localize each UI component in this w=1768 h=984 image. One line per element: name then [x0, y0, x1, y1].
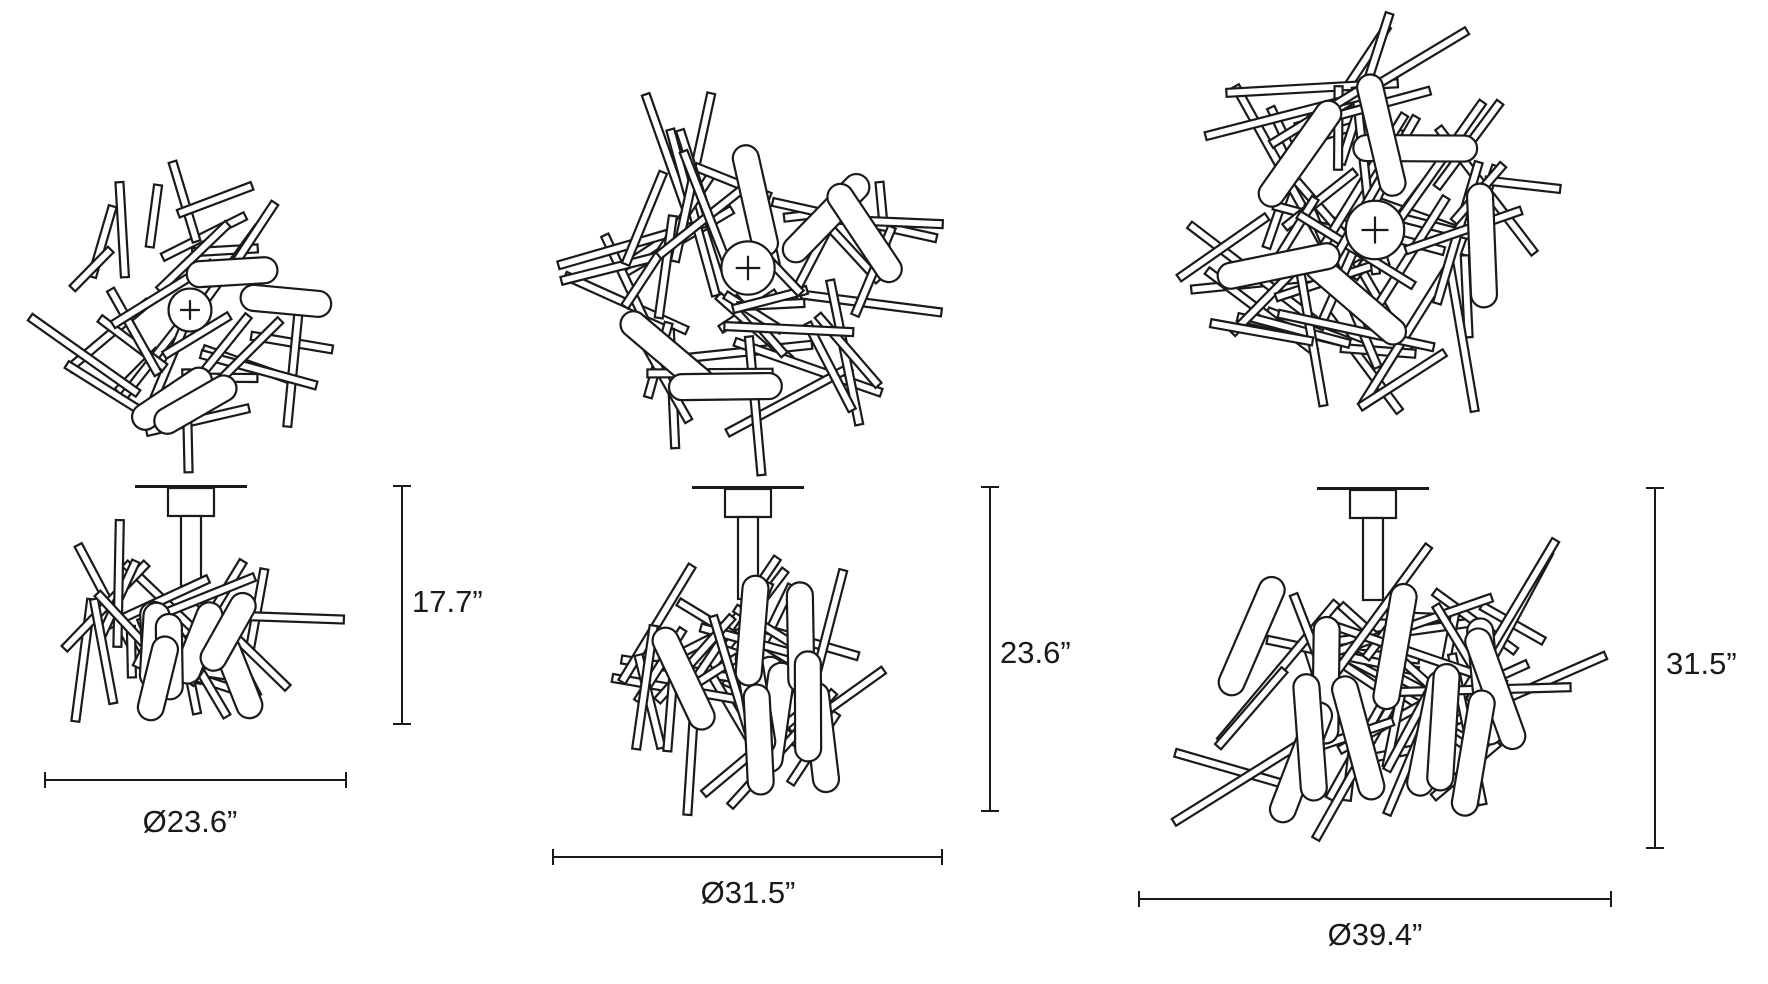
bulb-tube [185, 256, 279, 289]
branch-rod [1356, 347, 1449, 413]
fixture-small: 17.7” Ø23.6” [26, 159, 483, 839]
branch-rod [1213, 665, 1290, 751]
height-label-small: 17.7” [412, 584, 483, 619]
side-view-medium [610, 486, 888, 817]
side-view-small [60, 485, 346, 724]
height-dimension-small: 17.7” [393, 485, 483, 725]
diameter-dimension-large: Ø39.4” [1138, 891, 1612, 952]
bulb-tube [1330, 675, 1386, 801]
plus-icon [735, 255, 761, 281]
diameter-label-small: Ø23.6” [143, 804, 238, 839]
bulb-tube [1257, 99, 1343, 208]
top-view-small [26, 159, 335, 474]
stem [179, 514, 203, 588]
branch-rod [802, 320, 858, 414]
branch-rod [144, 183, 164, 249]
branch-rod [231, 199, 280, 266]
branch-rod [1225, 78, 1400, 99]
top-view-large [1175, 10, 1562, 416]
ceiling-plate [135, 485, 247, 488]
bulb-tube [199, 591, 257, 672]
bulb-tube [1450, 689, 1496, 817]
bulb-tube [742, 683, 775, 796]
bulb-tube [734, 574, 770, 687]
bulb-tube [793, 650, 823, 763]
branch-rod [732, 336, 884, 398]
height-label-large: 31.5” [1666, 646, 1737, 681]
branch-rod [67, 245, 116, 293]
bulb-tube [667, 371, 783, 402]
branch-rod [1208, 317, 1315, 347]
height-dimension-medium: 23.6” [981, 486, 1071, 812]
bulb-tube [1465, 182, 1499, 309]
branch-rod [723, 320, 855, 338]
diameter-dimension-small: Ø23.6” [44, 772, 347, 839]
branch-rod [616, 562, 698, 686]
ceiling-plate [1317, 487, 1429, 490]
branch-rod [26, 312, 142, 399]
diameter-label-medium: Ø31.5” [701, 875, 796, 910]
bulb-tube [826, 182, 903, 284]
bulb-tube [1372, 582, 1418, 711]
bulb-tube [1356, 73, 1407, 197]
branch-rod [167, 159, 202, 244]
branch-rod [620, 169, 669, 268]
bulb-tube [1426, 662, 1461, 792]
side-view-large [1170, 487, 1609, 843]
height-dimension-large: 31.5” [1646, 487, 1737, 849]
diameter-label-large: Ø39.4” [1328, 917, 1423, 952]
branch-rod [112, 518, 125, 648]
bulb-tube [1217, 575, 1286, 697]
branch-rod [114, 180, 131, 279]
branch-rod [730, 284, 810, 315]
branch-rod [105, 286, 164, 378]
fixture-large: 31.5” Ø39.4” [1138, 10, 1737, 952]
plus-icon [180, 300, 200, 320]
bulb-tube [651, 626, 716, 731]
bulb-tube [239, 283, 333, 318]
bulb-tube [1292, 673, 1328, 802]
height-label-medium: 23.6” [1000, 635, 1071, 670]
ceiling-plate [692, 486, 804, 489]
branch-rod [653, 214, 679, 320]
branch-rod [743, 335, 767, 477]
branch-rod [175, 180, 255, 219]
branch-rod [160, 310, 233, 361]
branch-rod [1175, 211, 1271, 283]
fixture-medium: 23.6” Ø31.5” [552, 91, 1071, 910]
bulb-tube [153, 374, 238, 435]
top-view-medium [555, 91, 945, 477]
canopy [1348, 488, 1398, 520]
plus-icon [1361, 216, 1389, 244]
branch-rod [88, 597, 119, 706]
bulb-tube [1216, 242, 1341, 290]
canopy [166, 486, 216, 518]
stem [1361, 516, 1385, 602]
canopy [723, 487, 773, 519]
branch-rod [630, 623, 659, 751]
diameter-dimension-medium: Ø31.5” [552, 849, 943, 910]
